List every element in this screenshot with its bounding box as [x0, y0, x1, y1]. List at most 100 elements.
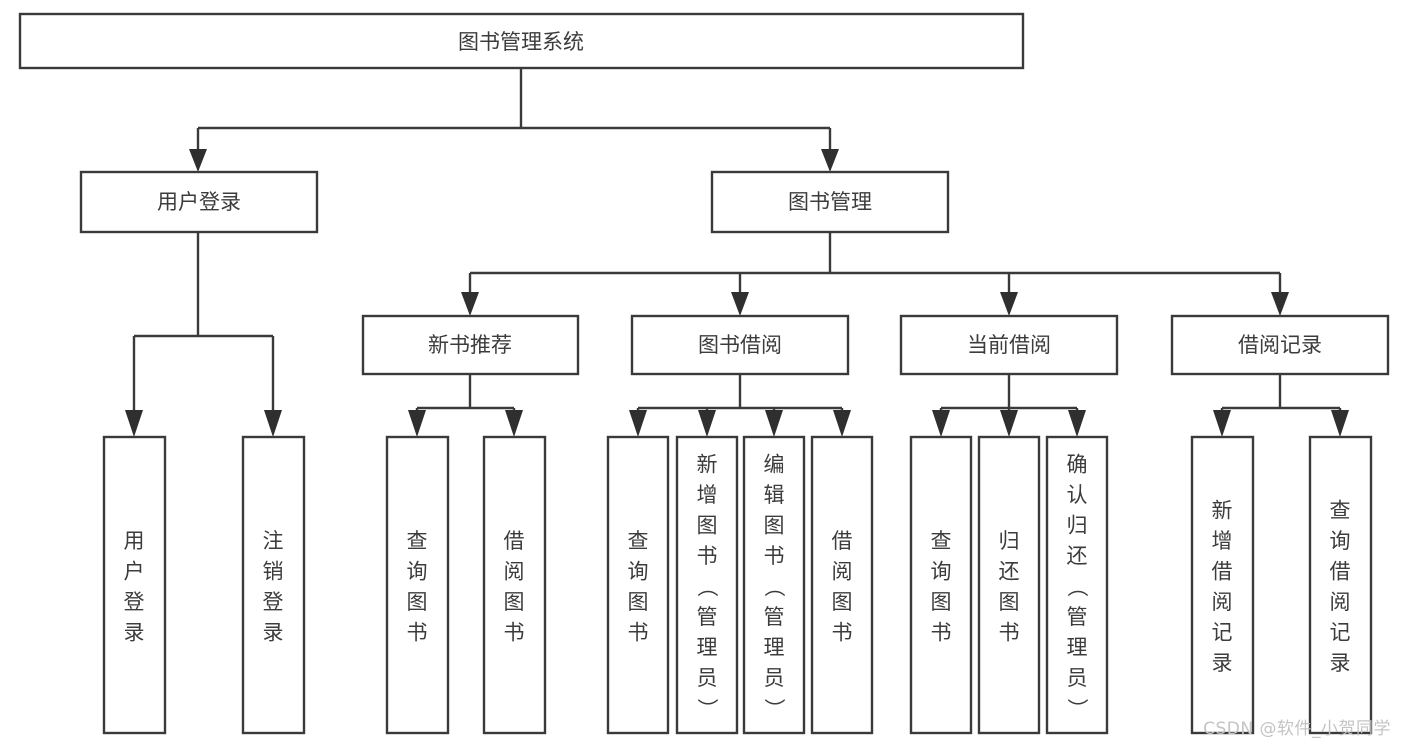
- leaf-book-borrow-3[interactable]: [742, 435, 806, 735]
- leaf-current-borrow-1-box[interactable]: [909, 435, 973, 735]
- leaf-user-login-1-box[interactable]: [102, 435, 167, 735]
- svg-text:书: 书: [697, 544, 718, 568]
- leaf-current-borrow-3-box[interactable]: [1045, 435, 1109, 735]
- node-current-borrow-box[interactable]: [899, 314, 1119, 376]
- arrow-head-leaf-book-borrow-3: [765, 410, 783, 437]
- svg-text:记: 记: [1212, 620, 1233, 644]
- node-user-login[interactable]: 用户登录: [79, 170, 319, 234]
- svg-text:借: 借: [504, 529, 525, 553]
- svg-text:图: 图: [999, 590, 1020, 614]
- leaf-new-book-2-box[interactable]: [482, 435, 547, 735]
- svg-text:认: 认: [1067, 483, 1088, 507]
- arrow-head-leaf-current-borrow-1: [932, 410, 950, 437]
- svg-text:图: 图: [504, 590, 525, 614]
- leaf-user-login-2[interactable]: [241, 435, 306, 735]
- leaf-user-login-2-box[interactable]: [241, 435, 306, 735]
- svg-text:增: 增: [1212, 529, 1233, 553]
- arrow-head-leaf-user-login-1: [125, 410, 143, 437]
- node-book-borrow-box[interactable]: [630, 314, 850, 376]
- svg-text:员: 员: [764, 666, 785, 690]
- node-root-label: 图书管理系统: [458, 30, 584, 54]
- svg-text:新: 新: [697, 453, 718, 477]
- leaf-current-borrow-3[interactable]: [1045, 435, 1109, 735]
- node-current-borrow-label: 当前借阅: [967, 333, 1051, 357]
- leaf-book-borrow-4[interactable]: [810, 435, 874, 735]
- svg-text:图: 图: [931, 590, 952, 614]
- svg-text:录: 录: [1330, 651, 1351, 675]
- svg-text:辑: 辑: [764, 483, 785, 507]
- node-new-book-recommend[interactable]: 新书推荐: [361, 314, 580, 376]
- leaf-new-book-1[interactable]: [385, 435, 450, 735]
- leaf-new-book-1-box[interactable]: [385, 435, 450, 735]
- node-user-login-label: 用户登录: [157, 190, 241, 214]
- node-book-manage-label: 图书管理: [788, 190, 872, 214]
- svg-text:（: （: [695, 576, 719, 597]
- node-user-login-box[interactable]: [79, 170, 319, 234]
- svg-text:）: ）: [1065, 698, 1089, 719]
- leaf-current-borrow-2-box[interactable]: [977, 435, 1041, 735]
- leaf-borrow-record-1[interactable]: [1190, 435, 1255, 735]
- svg-text:确: 确: [1067, 453, 1088, 477]
- svg-text:新: 新: [1212, 498, 1233, 522]
- svg-text:）: ）: [762, 698, 786, 719]
- node-book-borrow-label: 图书借阅: [698, 333, 782, 357]
- leaf-book-borrow-1[interactable]: [606, 435, 670, 735]
- leaf-user-login-1[interactable]: [102, 435, 167, 735]
- leaf-current-borrow-1[interactable]: [909, 435, 973, 735]
- leaf-book-borrow-3-box[interactable]: [742, 435, 806, 735]
- arrow-head-leaf-current-borrow-3: [1068, 410, 1086, 437]
- leaf-book-borrow-1-box[interactable]: [606, 435, 670, 735]
- svg-text:管: 管: [764, 605, 785, 629]
- node-book-manage[interactable]: 图书管理: [710, 170, 950, 234]
- svg-text:管: 管: [697, 605, 718, 629]
- leaf-new-book-2[interactable]: [482, 435, 547, 735]
- svg-text:（: （: [762, 576, 786, 597]
- svg-text:询: 询: [1330, 529, 1351, 553]
- svg-text:录: 录: [124, 620, 145, 644]
- node-book-borrow[interactable]: 图书借阅: [630, 314, 850, 376]
- svg-text:图: 图: [407, 590, 428, 614]
- svg-text:书: 书: [504, 620, 525, 644]
- svg-text:记: 记: [1330, 620, 1351, 644]
- svg-text:询: 询: [931, 559, 952, 583]
- svg-text:查: 查: [931, 529, 952, 553]
- arrow-head-book-manage: [821, 149, 839, 172]
- svg-text:阅: 阅: [504, 559, 525, 583]
- leaf-book-borrow-2[interactable]: [675, 435, 739, 735]
- svg-text:询: 询: [628, 559, 649, 583]
- arrow-head-leaf-book-borrow-4: [833, 410, 851, 437]
- svg-text:员: 员: [1067, 666, 1088, 690]
- svg-text:编: 编: [764, 453, 785, 477]
- arrow-head-current-borrow: [1000, 292, 1018, 316]
- leaf-current-borrow-2[interactable]: [977, 435, 1041, 735]
- leaf-borrow-record-2-box[interactable]: [1308, 435, 1373, 735]
- svg-text:阅: 阅: [1330, 590, 1351, 614]
- svg-text:）: ）: [695, 698, 719, 719]
- node-new-book-recommend-box[interactable]: [361, 314, 580, 376]
- svg-text:图: 图: [628, 590, 649, 614]
- svg-text:户: 户: [124, 559, 145, 583]
- node-borrow-record-box[interactable]: [1170, 314, 1390, 376]
- node-current-borrow[interactable]: 当前借阅: [899, 314, 1119, 376]
- leaf-book-borrow-4-box[interactable]: [810, 435, 874, 735]
- node-root-box[interactable]: [18, 12, 1025, 70]
- leaf-user-login-1-label: 用户登录: [124, 529, 145, 645]
- leaf-book-borrow-2-box[interactable]: [675, 435, 739, 735]
- leaf-label-layer: 用户登录注销登录查询图书借阅图书查询图书新增图书（管理员）编辑图书（管理员）借阅…: [124, 453, 1351, 720]
- node-borrow-record[interactable]: 借阅记录: [1170, 314, 1390, 376]
- leaf-borrow-record-1-box[interactable]: [1190, 435, 1255, 735]
- svg-text:注: 注: [263, 529, 284, 553]
- leaf-borrow-record-2[interactable]: [1308, 435, 1373, 735]
- node-book-manage-box[interactable]: [710, 170, 950, 234]
- arrow-head-borrow-record: [1271, 292, 1289, 316]
- connector-layer: [125, 68, 1349, 437]
- node-root[interactable]: 图书管理系统: [18, 12, 1025, 70]
